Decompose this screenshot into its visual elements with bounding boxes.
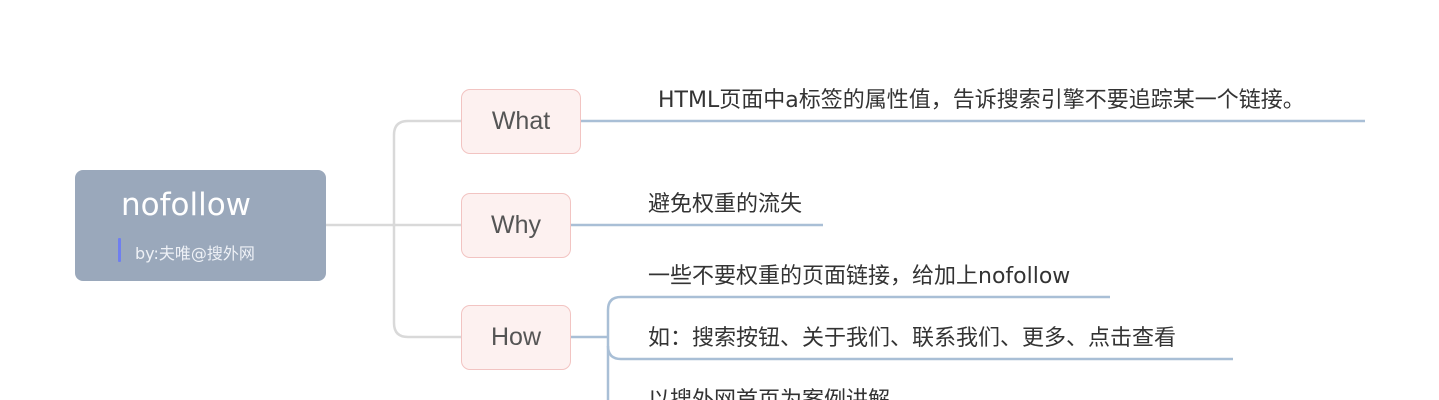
subtitle-bar xyxy=(118,238,121,262)
branch-how[interactable]: How xyxy=(461,305,571,370)
root-topic[interactable]: nofollow by:夫唯@搜外网 xyxy=(75,170,326,281)
leaf-what-1[interactable]: HTML页面中a标签的属性值，告诉搜索引擎不要追踪某一个链接。 xyxy=(658,88,1305,113)
root-title: nofollow xyxy=(121,187,252,223)
leaf-why-1[interactable]: 避免权重的流失 xyxy=(648,192,803,217)
leaf-spine-how xyxy=(606,295,1110,311)
leaf-how-2[interactable]: 如：搜索按钮、关于我们、联系我们、更多、点击查看 xyxy=(648,326,1177,351)
branch-what[interactable]: What xyxy=(461,89,581,154)
leaf-how-3[interactable]: 以搜外网首页为案例讲解 xyxy=(648,382,890,400)
leaf-how-1[interactable]: 一些不要权重的页面链接，给加上nofollow xyxy=(648,264,1071,289)
branch-connector-what xyxy=(392,119,462,225)
root-subtitle: by:夫唯@搜外网 xyxy=(135,244,255,263)
branch-connector-how xyxy=(392,225,462,339)
branch-why[interactable]: Why xyxy=(461,193,571,258)
